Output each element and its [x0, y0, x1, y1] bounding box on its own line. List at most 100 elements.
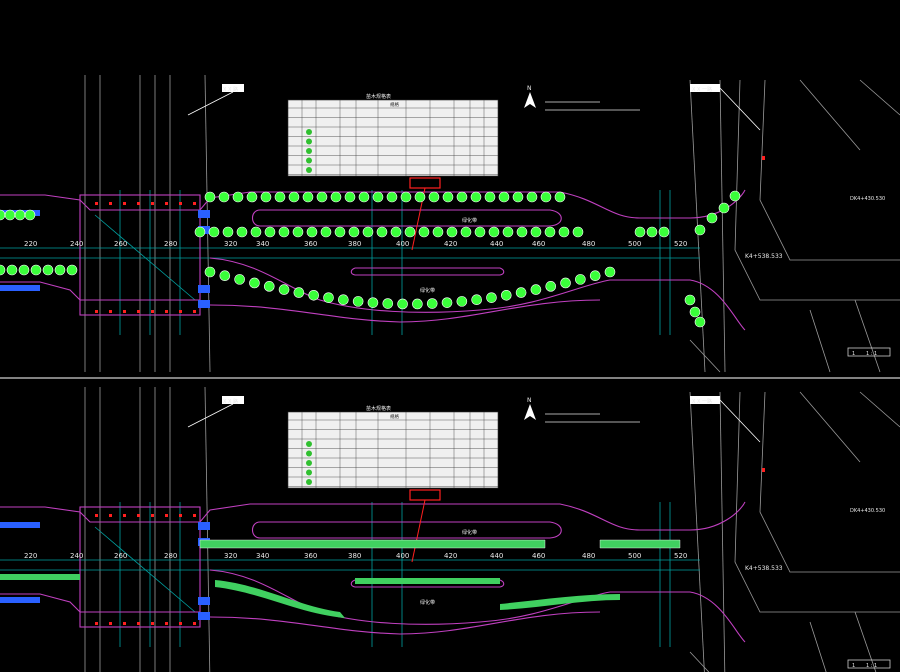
north-arrow-icon [524, 92, 536, 108]
station-label: 500 [628, 240, 641, 248]
tree-symbol [66, 264, 78, 276]
road-grid [0, 502, 700, 647]
station-label: 240 [70, 240, 83, 248]
tree-symbol [694, 224, 706, 236]
station-label: 420 [444, 552, 457, 560]
tree-symbol [500, 289, 512, 301]
station-label: 480 [582, 552, 595, 560]
curb-lines [0, 501, 746, 643]
tree-symbol [24, 209, 36, 221]
tree-symbol [516, 226, 528, 238]
tree-symbol [530, 284, 542, 295]
tree-symbol [432, 226, 444, 238]
tree-symbol [232, 191, 244, 203]
station-tick-marks [95, 468, 765, 625]
tree-symbol [358, 191, 370, 203]
tree-symbol [338, 294, 349, 306]
tree-symbol [486, 292, 497, 303]
greenbelt-strip [199, 539, 546, 549]
table-title: 苗木规格表 [366, 93, 391, 100]
tree-symbol [14, 209, 26, 221]
north-arrow-label: N [527, 85, 532, 92]
tree-symbol [320, 226, 332, 238]
tree-symbol [344, 191, 356, 203]
scale-box [847, 347, 891, 357]
greenbelt-strip [355, 578, 500, 584]
legend-tree-swatch [306, 129, 312, 135]
station-label: 220 [24, 240, 37, 248]
tree-symbol [54, 264, 66, 276]
tree-symbol [544, 226, 556, 238]
station-label: 460 [532, 240, 545, 248]
tree-symbol [204, 191, 216, 203]
street-tag-left [222, 84, 244, 92]
street-tag-left-text: X X 路 [223, 398, 238, 405]
tree-symbol [264, 226, 276, 238]
tree-symbol [572, 226, 584, 238]
greenbelt-note: 绿化带 [420, 287, 435, 294]
tree-symbol [426, 298, 438, 309]
tree-symbol [390, 226, 402, 238]
tree-symbol [234, 274, 245, 285]
station-label: 360 [304, 240, 317, 248]
station-label: 340 [256, 552, 269, 560]
tree-symbol [352, 296, 364, 307]
tree-symbol [530, 226, 542, 238]
scale-ref-value: 1 : 1 [866, 663, 877, 669]
tree-symbol [362, 226, 374, 238]
tree-symbol [554, 191, 566, 203]
tree-symbol [729, 190, 741, 202]
tree-symbol [706, 212, 718, 224]
tree-symbol [560, 277, 571, 289]
north-arrow-label: N [527, 397, 532, 404]
planting [0, 539, 681, 618]
station-label: 500 [628, 552, 641, 560]
tree-symbol [274, 191, 286, 203]
station-label: 260 [114, 552, 127, 560]
curb-lines [0, 189, 746, 331]
tree-symbol [512, 191, 524, 203]
tree-symbol [348, 226, 360, 238]
tree-symbol [456, 191, 468, 203]
plant-schedule-table: 规格 [287, 99, 499, 177]
tree-symbol [30, 264, 42, 276]
street-tag-right-text: X X 一路 [692, 398, 712, 405]
tree-symbol [428, 191, 440, 203]
tree-symbol [372, 191, 384, 203]
tree-symbol [208, 226, 220, 238]
table-column-header: 规格 [390, 101, 399, 108]
station-label: 400 [396, 552, 409, 560]
tree-symbol [302, 191, 314, 203]
station-label: 440 [490, 240, 503, 248]
tree-symbol [367, 297, 379, 308]
station-label-end: DK4+430.530 [850, 196, 885, 202]
tree-symbol [526, 191, 538, 203]
scale-ref-label: 1 [852, 351, 855, 357]
station-label: 280 [164, 240, 177, 248]
station-label: 460 [532, 552, 545, 560]
tree-symbol [250, 226, 262, 238]
station-label: 320 [224, 552, 237, 560]
tree-symbol [484, 191, 496, 203]
legend-tree-swatch [306, 148, 312, 154]
tree-symbol [292, 226, 304, 238]
tree-symbol [278, 226, 290, 238]
tree-symbol [6, 264, 18, 276]
station-label-right: K4+538.533 [745, 565, 783, 572]
tree-symbol [278, 284, 290, 295]
station-label: 380 [348, 552, 361, 560]
street-tag-right-text: X X 一路 [692, 86, 712, 93]
tree-symbol [306, 226, 318, 238]
tree-symbol [236, 226, 248, 238]
station-label: 520 [674, 552, 687, 560]
street-frame-lines [84, 386, 900, 672]
tree-symbol [194, 226, 206, 238]
tree-symbol [502, 226, 514, 238]
scale-box [847, 659, 891, 669]
station-label: 380 [348, 240, 361, 248]
tree-symbol [414, 191, 426, 203]
legend-tree-swatch [306, 167, 312, 173]
tree-symbol [246, 191, 258, 203]
tree-symbol [288, 191, 300, 203]
tree-symbol [249, 277, 260, 289]
